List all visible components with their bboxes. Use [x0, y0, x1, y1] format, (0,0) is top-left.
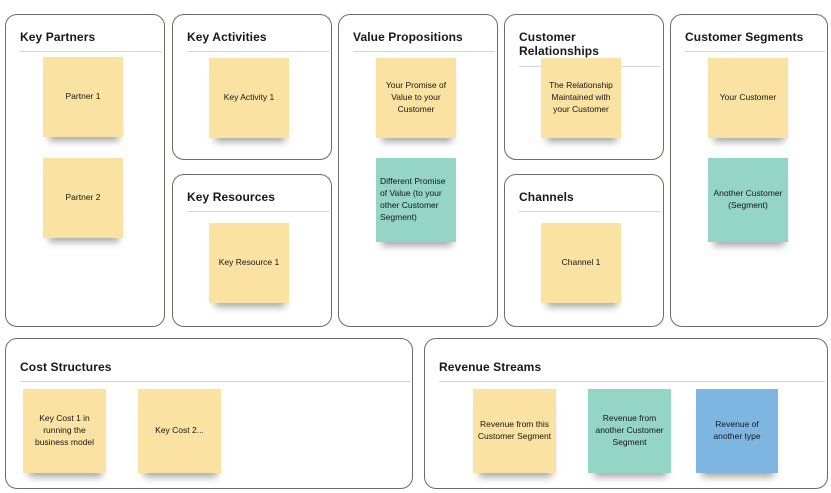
- panel-title: Value Propositions: [353, 30, 463, 44]
- note-text: Different Promise of Value (to your othe…: [380, 176, 446, 222]
- note-text: Revenue from another Customer Segment: [595, 413, 664, 447]
- panel-divider: [20, 381, 410, 383]
- panel-header: Key Activities: [173, 15, 331, 44]
- panel-title: Key Resources: [187, 190, 276, 204]
- sticky-note[interactable]: Revenue of another type: [696, 389, 778, 473]
- panel-customer-segments: Customer Segments Your Customer Another …: [670, 14, 828, 327]
- note-text: Another Customer (Segment): [713, 188, 783, 210]
- sticky-note[interactable]: Revenue from this Customer Segment: [473, 389, 556, 473]
- panel-header: Key Resources: [173, 175, 331, 204]
- sticky-note[interactable]: Revenue from another Customer Segment: [588, 389, 671, 473]
- panel-header: Cost Structures: [6, 339, 412, 374]
- panel-title: Customer Relationships: [519, 30, 599, 59]
- note-text: Partner 2: [65, 192, 101, 203]
- panel-divider: [187, 51, 329, 53]
- panel-divider: [353, 51, 495, 53]
- panel-divider: [685, 51, 825, 53]
- note-text: Partner 1: [65, 91, 101, 102]
- panel-header: Channels: [505, 175, 663, 204]
- panel-title: Key Partners: [20, 30, 96, 44]
- sticky-note[interactable]: Partner 2: [43, 158, 123, 238]
- note-text: The Relationship Maintained with your Cu…: [549, 80, 613, 114]
- panel-header: Customer Relationships: [505, 15, 663, 59]
- panel-title: Revenue Streams: [439, 360, 542, 374]
- panel-header: Value Propositions: [339, 15, 497, 44]
- panel-channels: Channels Channel 1: [504, 174, 664, 327]
- panel-revenue-streams: Revenue Streams Revenue from this Custom…: [424, 338, 828, 489]
- sticky-note[interactable]: Your Promise of Value to your Customer: [376, 58, 456, 138]
- sticky-note[interactable]: Another Customer (Segment): [708, 158, 788, 242]
- sticky-note[interactable]: Your Customer: [708, 58, 788, 138]
- panel-cost-structures: Cost Structures Key Cost 1 in running th…: [5, 338, 413, 489]
- sticky-note[interactable]: Key Resource 1: [209, 223, 289, 303]
- note-text: Key Cost 1 in running the business model: [34, 413, 95, 447]
- panel-divider: [20, 51, 162, 53]
- panel-header: Customer Segments: [671, 15, 827, 44]
- sticky-note[interactable]: Partner 1: [43, 57, 123, 137]
- sticky-note[interactable]: Channel 1: [541, 223, 621, 303]
- panel-divider: [519, 211, 661, 213]
- sticky-note[interactable]: Key Activity 1: [209, 58, 289, 138]
- panel-header: Key Partners: [6, 15, 164, 44]
- panel-divider: [187, 211, 329, 213]
- panel-key-resources: Key Resources Key Resource 1: [172, 174, 332, 327]
- note-text: Your Customer: [719, 92, 777, 103]
- panel-key-partners: Key Partners Partner 1 Partner 2: [5, 14, 165, 327]
- sticky-note[interactable]: Different Promise of Value (to your othe…: [376, 158, 456, 242]
- panel-customer-relationships: Customer Relationships The Relationship …: [504, 14, 664, 160]
- panel-key-activities: Key Activities Key Activity 1: [172, 14, 332, 160]
- panel-value-propositions: Value Propositions Your Promise of Value…: [338, 14, 498, 327]
- note-text: Revenue from this Customer Segment: [477, 419, 552, 441]
- note-text: Your Promise of Value to your Customer: [385, 80, 447, 114]
- note-text: Revenue of another type: [713, 419, 761, 441]
- sticky-note[interactable]: Key Cost 2...: [138, 389, 221, 473]
- sticky-note[interactable]: Key Cost 1 in running the business model: [23, 389, 106, 473]
- panel-header: Revenue Streams: [425, 339, 827, 374]
- sticky-note[interactable]: The Relationship Maintained with your Cu…: [541, 58, 621, 138]
- panel-title: Cost Structures: [20, 360, 112, 374]
- note-text: Key Resource 1: [218, 257, 280, 268]
- note-text: Channel 1: [561, 257, 601, 268]
- panel-title: Customer Segments: [685, 30, 804, 44]
- note-text: Key Cost 2...: [155, 425, 204, 436]
- panel-title: Key Activities: [187, 30, 267, 44]
- panel-divider: [439, 381, 825, 383]
- panel-title: Channels: [519, 190, 574, 204]
- note-text: Key Activity 1: [223, 92, 275, 103]
